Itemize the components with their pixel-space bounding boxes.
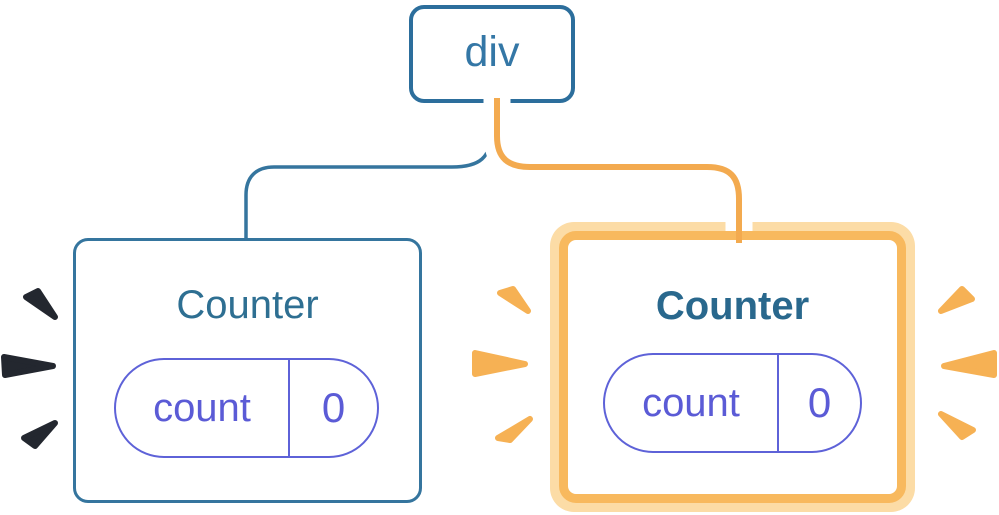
spark-rays-left-counter (1, 288, 58, 449)
state-value-label: 0 (807, 379, 832, 426)
counter-title: Counter (655, 284, 810, 328)
spark-ray (497, 286, 531, 314)
state-pill: count 0 (603, 353, 862, 453)
state-pill: count 0 (114, 358, 379, 458)
root-node-div: div (409, 5, 575, 103)
counter-title: Counter (176, 283, 319, 327)
state-key-label: count (605, 355, 779, 451)
spark-ray (472, 350, 528, 377)
spark-ray (21, 420, 58, 449)
spark-rays-right-counter-left (472, 286, 533, 443)
spark-rays-right-counter-right (938, 286, 997, 440)
spark-ray (938, 411, 976, 440)
edge-casing (483, 98, 753, 231)
counter-card-left: Counter count 0 (73, 238, 422, 503)
state-value-label: 0 (321, 384, 346, 431)
counter-card-right-highlighted: Counter count 0 (550, 222, 915, 512)
state-key-label: count (116, 360, 290, 456)
edge-div-to-left-counter (244, 99, 493, 241)
root-node-label: div (464, 27, 520, 76)
spark-ray (938, 286, 975, 314)
spark-ray (23, 288, 58, 320)
spark-ray (1, 354, 56, 378)
spark-ray (941, 350, 997, 378)
spark-ray (495, 416, 533, 443)
